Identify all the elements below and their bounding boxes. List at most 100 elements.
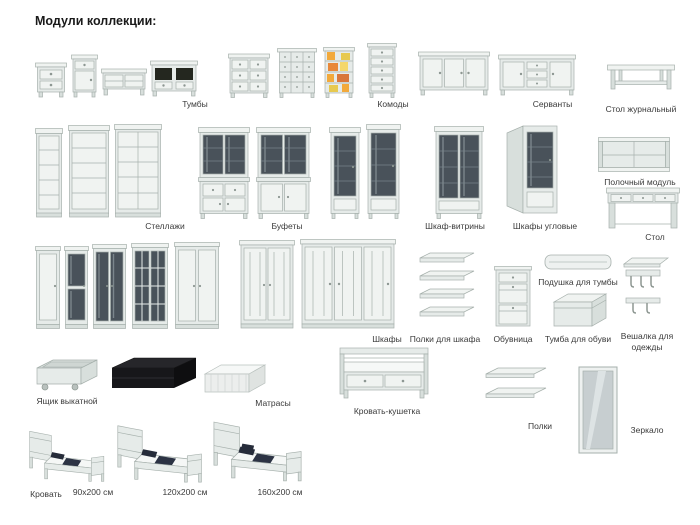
label-krovat-kushetka: Кровать-кушетка	[353, 406, 421, 416]
product-bed-90	[26, 428, 110, 483]
vitrina-1-image	[329, 127, 361, 219]
product-bufet-1	[198, 127, 250, 219]
wall-shelves-image	[485, 367, 547, 398]
label-polochnyj-modul: Полочный модуль	[604, 177, 676, 187]
product-bufet-2	[256, 127, 311, 219]
product-wardrobe-6	[239, 240, 295, 330]
product-servant-1	[418, 50, 490, 96]
wardrobe-1-image	[35, 246, 61, 329]
label-zerkalo: Зеркало	[630, 425, 664, 435]
label-yashchik-vykatnoy: Ящик выкатной	[36, 396, 98, 406]
servant-2-image	[498, 54, 576, 96]
corner-wardrobe-image	[506, 125, 558, 214]
bufet-1-image	[198, 127, 250, 219]
label-krovat: Кровать	[30, 489, 62, 499]
product-tumba-1	[35, 58, 67, 98]
product-tumba-tv-2	[150, 59, 198, 97]
label-stol: Стол	[645, 232, 665, 242]
bed-90-image	[29, 430, 105, 482]
product-shoe-bench	[548, 292, 610, 330]
shelf-module-image	[598, 137, 670, 172]
cushion-image	[544, 254, 612, 270]
label-bed-size-120: 120x200 см	[162, 487, 208, 497]
product-komod-1	[228, 52, 270, 98]
product-komod-4	[367, 42, 397, 98]
product-wardrobe-2	[64, 246, 89, 330]
daybed-image	[339, 347, 429, 399]
product-komod-2	[277, 47, 317, 98]
product-vitrina-2	[366, 124, 401, 219]
product-wall-shelves	[484, 366, 548, 402]
shoe-cabinet-image	[494, 266, 532, 327]
product-daybed	[334, 346, 434, 402]
label-shkafy: Шкафы	[372, 334, 402, 344]
bed-160-image	[213, 421, 302, 482]
product-wardrobe-4	[131, 243, 169, 330]
bed-120-image	[117, 425, 202, 483]
product-wardrobe-shelves	[414, 252, 476, 328]
coffee-table-image	[607, 64, 675, 90]
product-wardrobe-5	[174, 242, 220, 330]
product-stellazh-2	[68, 125, 110, 218]
bufet-2-image	[256, 127, 311, 219]
label-tumby: Тумбы	[182, 99, 208, 109]
komod-3-image	[323, 47, 355, 98]
desk-image	[606, 187, 680, 229]
label-shkafy-uglovye: Шкафы угловые	[512, 221, 578, 231]
label-veshalka-dlya-odezhdy: Вешалка для одежды	[620, 331, 674, 352]
label-podushka-dlya-tumby: Подушка для тумбы	[538, 277, 618, 287]
product-tumba-2	[71, 52, 98, 98]
komod-1-image	[228, 53, 270, 98]
coat-rack-image	[622, 257, 670, 314]
product-shoe-cabinet	[494, 266, 532, 330]
product-stellazh-1	[35, 128, 63, 218]
mattress-black-image	[111, 357, 197, 388]
product-coat-rack	[622, 250, 670, 328]
label-obuvnitsa: Обувница	[493, 334, 533, 344]
product-wardrobe-7	[300, 239, 396, 330]
vitrina-2-image	[366, 124, 401, 219]
label-stol-zhurnalnyj: Стол журнальный	[605, 104, 677, 114]
page-title: Модули коллекции:	[35, 14, 157, 28]
product-komod-3-decorated	[323, 46, 355, 98]
tumba-2-image	[71, 54, 98, 98]
tumba-1-image	[35, 62, 67, 98]
product-bed-120	[114, 422, 208, 484]
label-stellazhi: Стеллажи	[145, 221, 185, 231]
label-shkaf-vitriny: Шкаф-витрины	[425, 221, 485, 231]
wardrobe-5-image	[174, 242, 220, 329]
shoe-bench-image	[552, 293, 608, 327]
product-cushion	[544, 252, 612, 274]
tumba-tv-1-image	[101, 68, 147, 96]
label-polki-dlya-shkafa: Полки для шкафа	[409, 334, 481, 344]
product-wardrobe-3	[92, 244, 127, 330]
product-tumba-tv-1	[101, 67, 147, 97]
label-servanty: Серванты	[532, 99, 573, 109]
label-bed-size-90: 90x200 см	[72, 487, 114, 497]
product-desk	[606, 186, 680, 230]
label-matrasy: Матрасы	[255, 398, 291, 408]
product-vitrina-1	[329, 127, 361, 219]
product-mirror	[578, 366, 618, 454]
tumba-tv-2-image	[150, 60, 198, 97]
label-bufety: Буфеты	[271, 221, 303, 231]
wardrobe-4-image	[131, 243, 169, 329]
label-tumba-dlya-obuvi: Тумба для обуви	[544, 334, 612, 344]
product-servant-2	[498, 53, 576, 96]
wardrobe-7-image	[300, 239, 396, 329]
stellazh-1-image	[35, 128, 63, 218]
wardrobe-shelves-image	[419, 252, 475, 317]
product-mattress-black	[110, 356, 198, 392]
mirror-image	[578, 366, 618, 454]
product-coffee-table	[607, 62, 675, 92]
product-pullout-drawer	[33, 358, 101, 392]
label-bed-size-160: 160x200 см	[257, 487, 303, 497]
wardrobe-3-image	[92, 244, 127, 329]
wardrobe-2-image	[64, 246, 89, 329]
komod-4-image	[367, 43, 397, 98]
label-polki: Полки	[527, 421, 553, 431]
vitrina-3-image	[434, 126, 484, 219]
product-bed-160	[210, 418, 308, 483]
product-wardrobe-1	[35, 246, 61, 330]
product-shelf-module	[598, 137, 670, 173]
